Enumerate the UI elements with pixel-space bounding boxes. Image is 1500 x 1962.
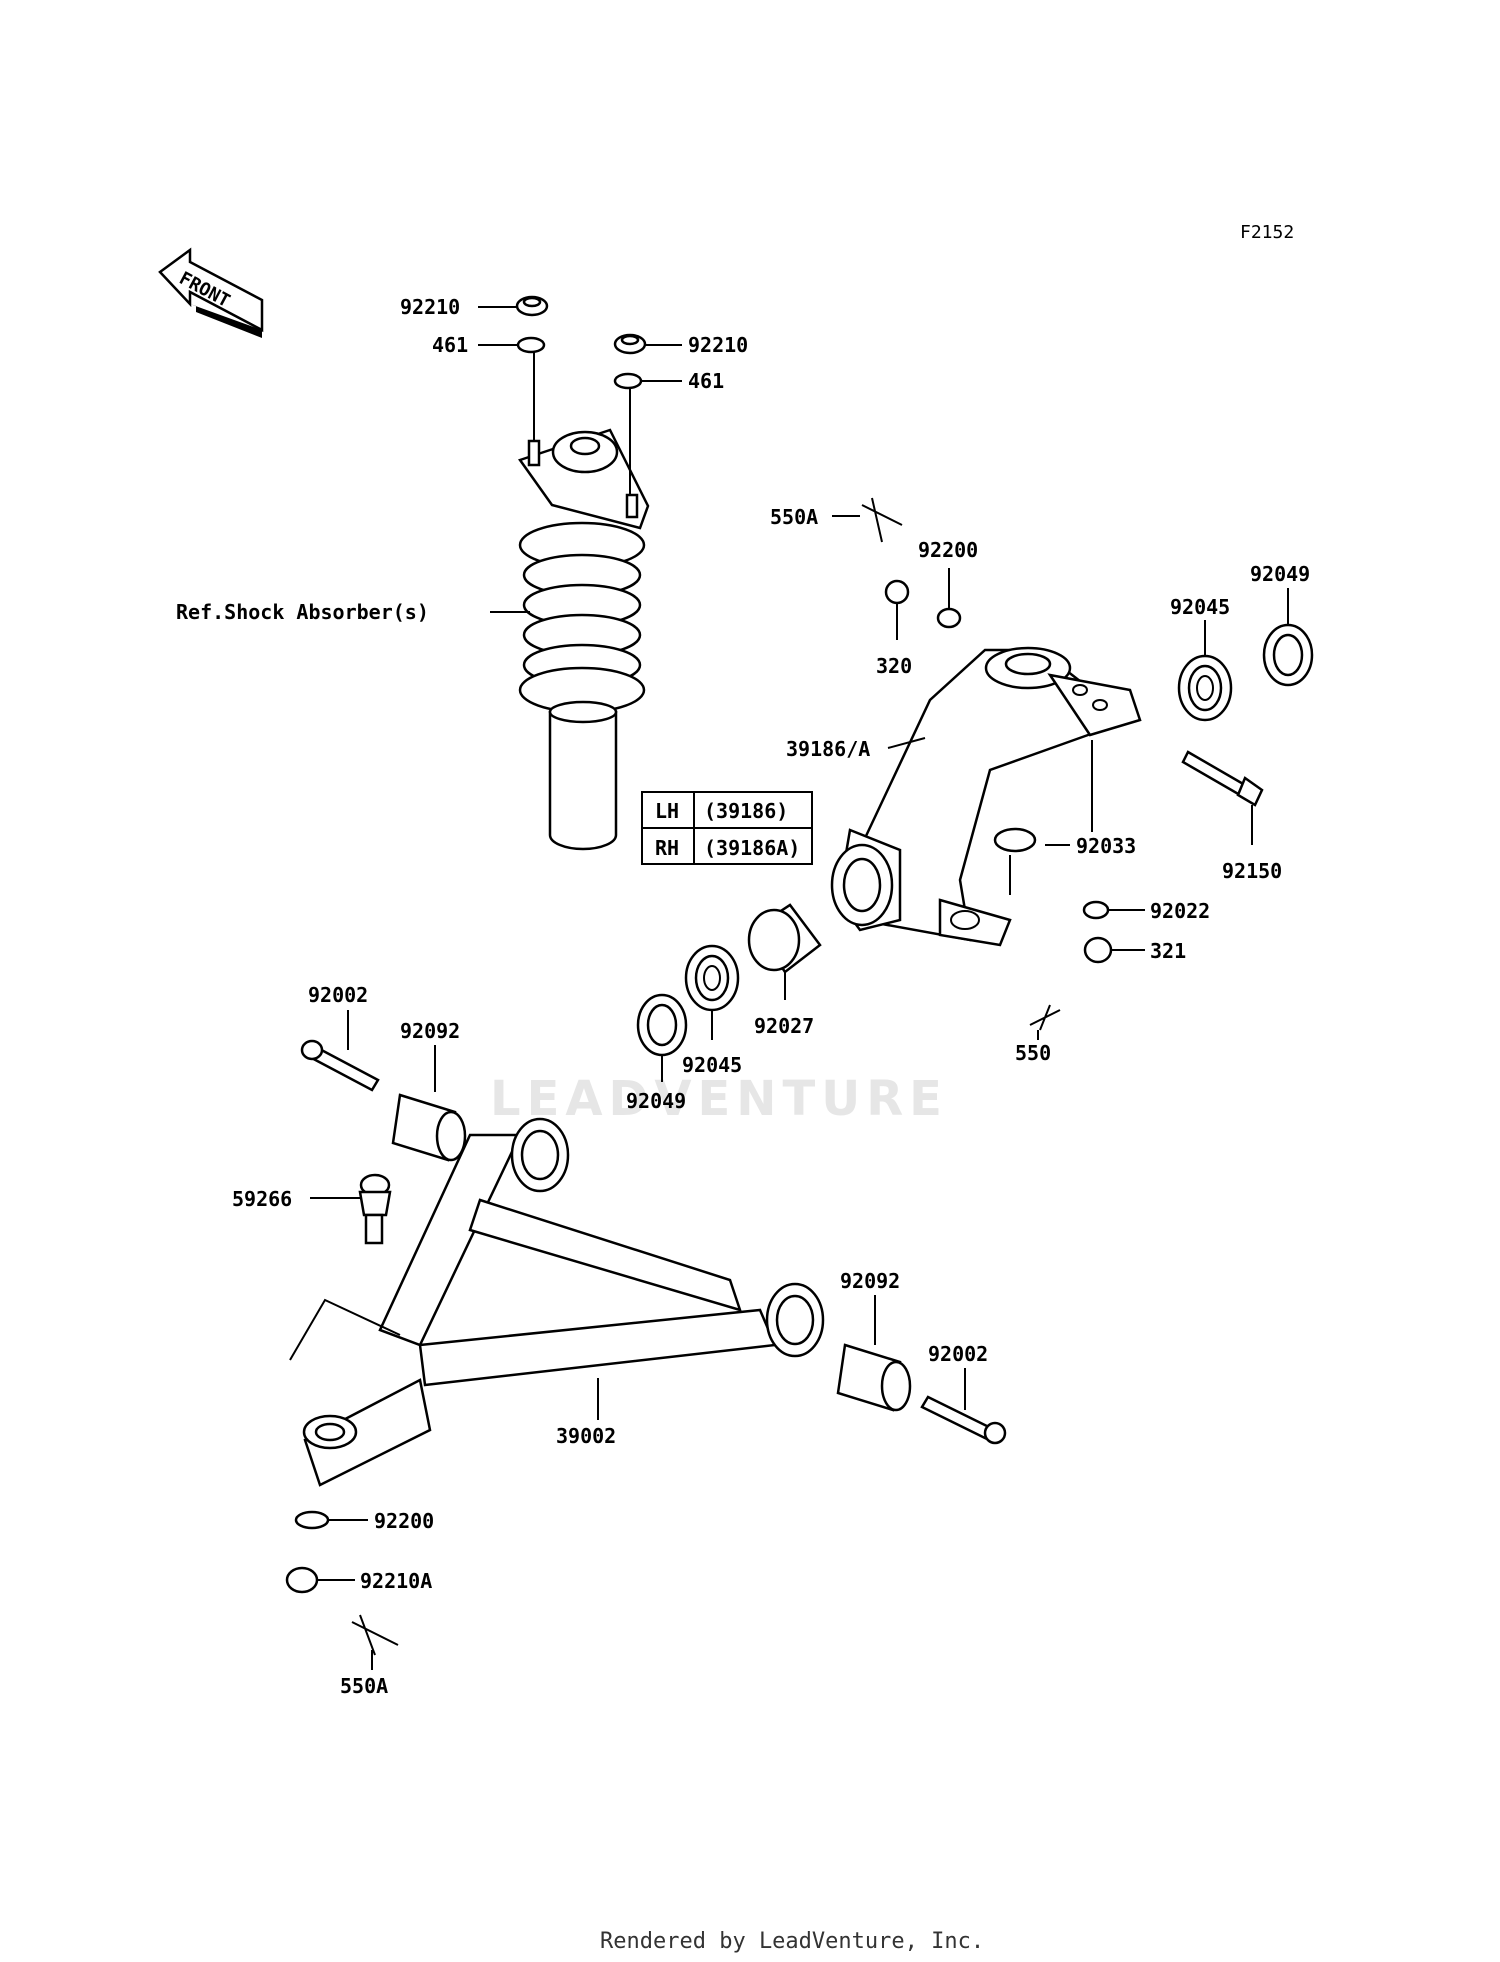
callout-92002-left: 92002 bbox=[308, 983, 368, 1007]
front-arrow-icon: FRONT bbox=[158, 247, 264, 338]
shock-absorber-illustration bbox=[515, 295, 650, 851]
callout-92045-left: 92045 bbox=[682, 1053, 742, 1077]
side-table-lh-part: (39186) bbox=[704, 799, 788, 823]
callout-92200-top: 92200 bbox=[918, 538, 978, 562]
side-table-lh: LH bbox=[655, 799, 679, 823]
callout-92045-right: 92045 bbox=[1170, 595, 1230, 619]
callout-92022: 92022 bbox=[1150, 899, 1210, 923]
callout-550: 550 bbox=[1015, 1041, 1051, 1065]
callout-92210-right: 92210 bbox=[688, 333, 748, 357]
nut-321-icon bbox=[1083, 936, 1113, 964]
callout-321: 321 bbox=[1150, 939, 1186, 963]
callout-92150: 92150 bbox=[1222, 859, 1282, 883]
washer-92022-icon bbox=[1082, 900, 1110, 920]
callout-550a-bottom: 550A bbox=[340, 1674, 388, 1698]
seal-92049-left-icon bbox=[636, 993, 688, 1057]
cotter-pin-550a-bottom-icon bbox=[351, 1614, 399, 1656]
callout-59266: 59266 bbox=[232, 1187, 292, 1211]
cotter-pin-550-icon bbox=[1029, 1004, 1061, 1031]
callout-shock-absorber-ref: Ref.Shock Absorber(s) bbox=[176, 600, 429, 624]
callout-92033: 92033 bbox=[1076, 834, 1136, 858]
footer-credit: Rendered by LeadVenture, Inc. bbox=[600, 1929, 984, 1954]
seal-92049-right-icon bbox=[1262, 623, 1314, 687]
bolt-92002-left-icon bbox=[300, 1039, 380, 1092]
bearing-92045-left-icon bbox=[684, 944, 740, 1012]
callout-92210a: 92210A bbox=[360, 1569, 432, 1593]
nut-92210-right-icon bbox=[613, 333, 647, 355]
side-table-rh: RH bbox=[655, 836, 679, 860]
watermark-text: LEADVENTURE bbox=[490, 1071, 948, 1127]
callout-550a-top: 550A bbox=[770, 505, 818, 529]
callout-92210-left: 92210 bbox=[400, 295, 460, 319]
callout-320: 320 bbox=[876, 654, 912, 678]
side-table: LH (39186) RH (39186A) bbox=[641, 791, 813, 865]
castle-nut-320-icon bbox=[884, 579, 910, 605]
callout-92027: 92027 bbox=[754, 1014, 814, 1038]
callout-92049-left: 92049 bbox=[626, 1089, 686, 1113]
callout-461-left: 461 bbox=[432, 333, 468, 357]
side-table-rh-part: (39186A) bbox=[704, 836, 800, 860]
callout-39002: 39002 bbox=[556, 1424, 616, 1448]
callout-92002-right: 92002 bbox=[928, 1342, 988, 1366]
spacer-92027-icon bbox=[747, 903, 822, 974]
callout-92200-bottom: 92200 bbox=[374, 1509, 434, 1533]
washer-92200-bottom-icon bbox=[294, 1510, 330, 1530]
washer-461-right-icon bbox=[613, 372, 643, 390]
callout-labels: 92210 461 92210 461 Ref.Shock Absorber(s… bbox=[176, 295, 1310, 1698]
washer-92200-top-icon bbox=[936, 607, 962, 629]
callout-92092-right: 92092 bbox=[840, 1269, 900, 1293]
snap-ring-icon bbox=[993, 827, 1037, 853]
callout-92092-left: 92092 bbox=[400, 1019, 460, 1043]
callout-92049-right: 92049 bbox=[1250, 562, 1310, 586]
leader-lines bbox=[310, 306, 1289, 1670]
callout-39186-a: 39186/A bbox=[786, 737, 870, 761]
nut-92210-left-icon bbox=[515, 295, 549, 317]
bolt-92150-icon bbox=[1181, 750, 1264, 807]
callout-461-right: 461 bbox=[688, 369, 724, 393]
cotter-pin-550a-top-icon bbox=[861, 497, 903, 543]
bushing-92092-left-icon bbox=[391, 1093, 467, 1162]
bearing-92045-right-icon bbox=[1177, 654, 1233, 722]
steering-knuckle-illustration bbox=[830, 646, 1142, 947]
figure-code: F2152 bbox=[1240, 222, 1294, 243]
nut-92210a-icon bbox=[285, 1566, 319, 1594]
washer-461-left-icon bbox=[516, 336, 546, 354]
bushing-92092-right-icon bbox=[836, 1343, 912, 1412]
ball-joint-59266-icon bbox=[358, 1173, 392, 1245]
bolt-92002-right-icon bbox=[920, 1395, 1007, 1445]
a-arm-illustration bbox=[285, 1039, 1007, 1656]
